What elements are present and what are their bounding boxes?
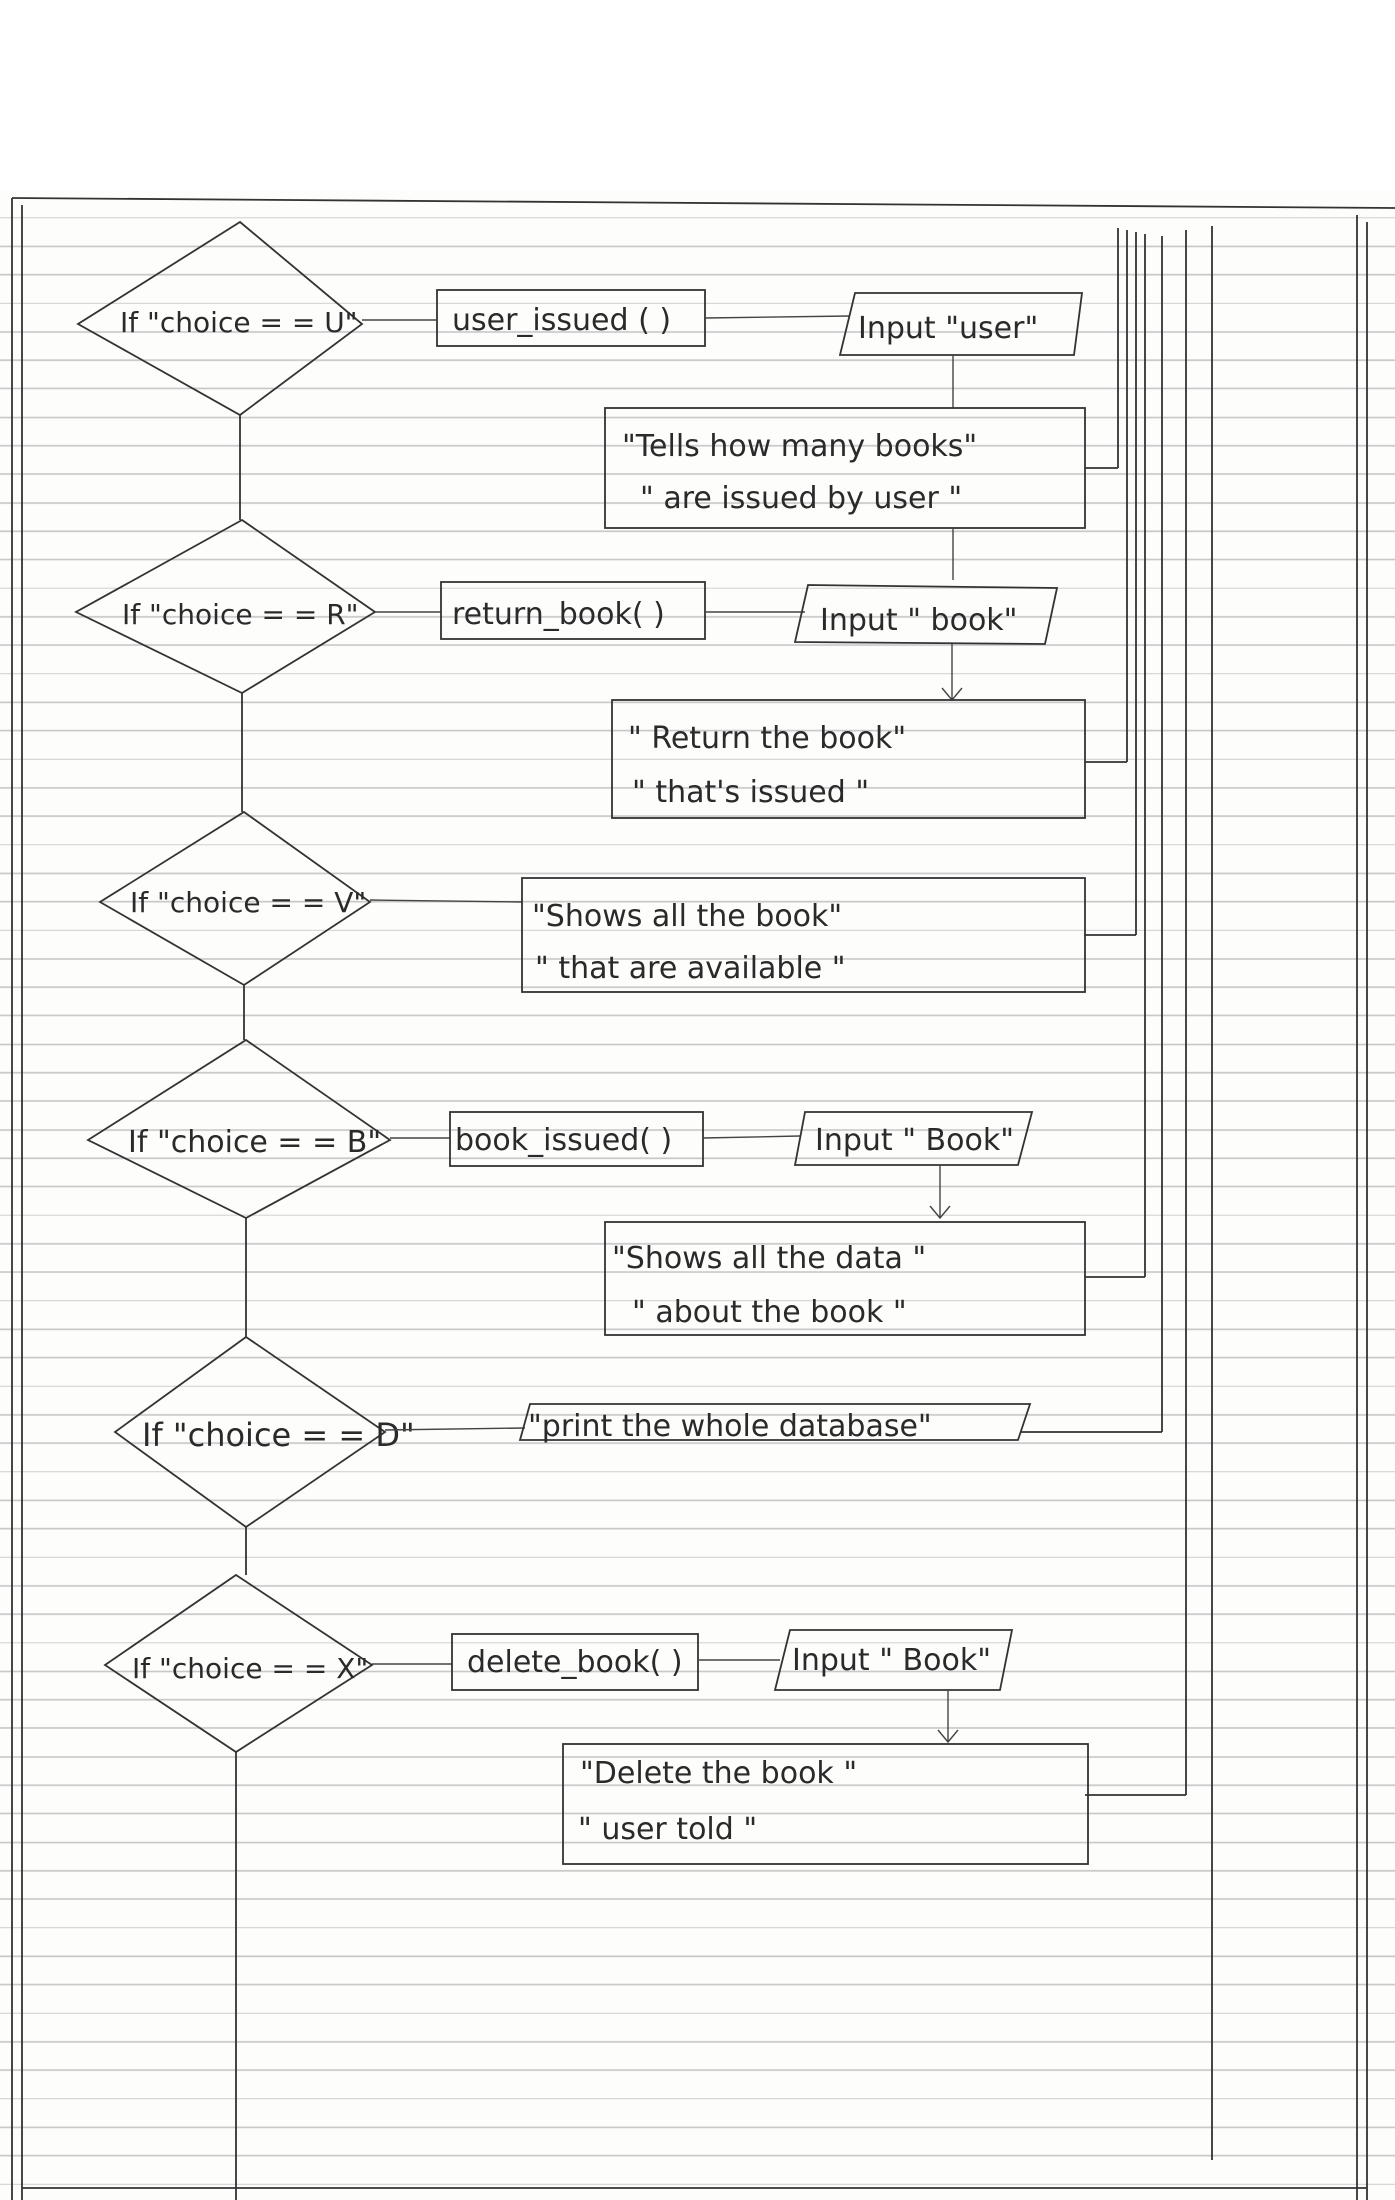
output-line2: " that's issued ": [632, 775, 869, 810]
input-user: Input "user": [838, 292, 1084, 356]
io-parallelogram: [518, 1403, 1032, 1441]
function-label: delete_book( ): [467, 1645, 683, 1680]
io-parallelogram: [793, 1111, 1034, 1166]
decision-label: If "choice = = D": [142, 1416, 415, 1454]
output-return-book: " Return the book" " that's issued ": [611, 699, 1086, 819]
output-line2: " user told ": [578, 1812, 757, 1847]
process-box: [611, 699, 1086, 819]
input-label: Input " Book": [815, 1123, 1014, 1158]
decision-x: If "choice = = X": [103, 1573, 374, 1754]
decision-u: If "choice = = U": [76, 220, 364, 417]
decision-label: If "choice = = U": [120, 306, 358, 339]
io-parallelogram: [793, 584, 1059, 645]
output-line1: "Shows all the data ": [612, 1241, 926, 1276]
decision-r: If "choice = = R": [74, 518, 377, 695]
input-label: Input " Book": [792, 1643, 991, 1678]
decision-diamond: [86, 1038, 392, 1220]
input-label: Input "user": [858, 311, 1038, 346]
function-label: book_issued( ): [455, 1123, 672, 1158]
output-line1: "Tells how many books": [622, 429, 977, 464]
input-book-delete: Input " Book": [773, 1629, 1014, 1691]
return-lines: [1020, 226, 1213, 2160]
output-line1: " Return the book": [628, 721, 906, 756]
io-parallelogram: [773, 1629, 1014, 1691]
output-available-books: "Shows all the book" " that are availabl…: [521, 877, 1086, 993]
process-box: [449, 1111, 704, 1167]
function-book-issued: book_issued( ): [449, 1111, 704, 1167]
output-line1: "Delete the book ": [580, 1756, 857, 1791]
output-line1: "print the whole database": [528, 1409, 932, 1444]
output-print-database: "print the whole database": [518, 1403, 1032, 1444]
input-book-return: Input " book": [793, 584, 1059, 645]
process-box: [451, 1633, 699, 1691]
decision-d: If "choice = = D": [113, 1335, 415, 1529]
decision-diamond: [98, 810, 372, 987]
output-book-data: "Shows all the data " " about the book ": [604, 1221, 1086, 1336]
output-line2: " are issued by user ": [640, 481, 962, 516]
output-tells-books: "Tells how many books" " are issued by u…: [604, 407, 1086, 529]
input-label: Input " book": [820, 603, 1017, 638]
function-user-issued: user_issued ( ): [436, 289, 706, 347]
output-delete-book: "Delete the book " " user told ": [562, 1743, 1089, 1865]
function-label: return_book( ): [452, 597, 665, 632]
paper-top-margin: [0, 0, 1395, 190]
input-book-issued: Input " Book": [793, 1111, 1034, 1166]
page-border: [11, 197, 1395, 2200]
function-label: user_issued ( ): [452, 303, 671, 338]
decision-diamond: [76, 220, 364, 417]
process-box: [604, 407, 1086, 529]
process-box: [604, 1221, 1086, 1336]
decision-diamond: [74, 518, 377, 695]
function-return-book: return_book( ): [440, 581, 706, 640]
decision-diamond: [113, 1335, 387, 1529]
output-line2: " about the book ": [632, 1295, 907, 1330]
decision-label: If "choice = = B": [128, 1125, 381, 1160]
decision-diamond: [103, 1573, 374, 1754]
output-line2: " that are available ": [535, 951, 846, 986]
decision-v: If "choice = = V": [98, 810, 372, 987]
process-box: [440, 581, 706, 640]
decision-b: If "choice = = B": [86, 1038, 392, 1220]
process-box: [521, 877, 1086, 993]
decision-label: If "choice = = X": [132, 1652, 368, 1685]
main-flow-line: [235, 415, 247, 2200]
decision-label: If "choice = = R": [122, 598, 359, 631]
function-delete-book: delete_book( ): [451, 1633, 699, 1691]
output-line1: "Shows all the book": [532, 899, 842, 934]
decision-label: If "choice = = V": [130, 886, 366, 919]
io-parallelogram: [838, 292, 1084, 356]
process-box: [562, 1743, 1089, 1865]
